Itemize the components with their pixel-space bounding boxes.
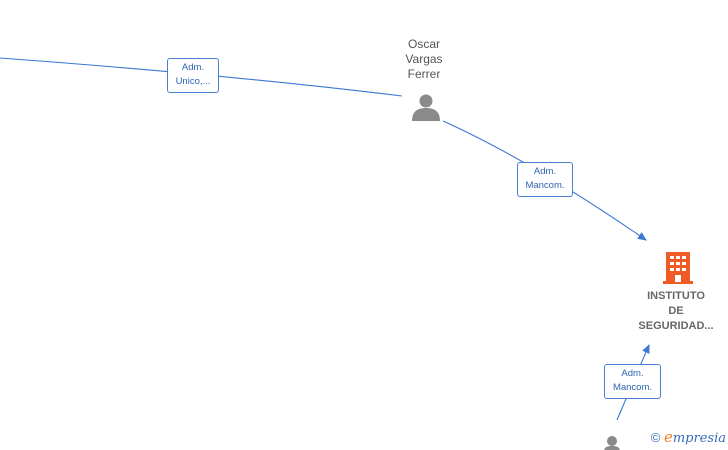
brand-rest: mpresia [672, 431, 726, 446]
person-name-oscar[interactable]: Oscar Vargas Ferrer [390, 37, 458, 82]
edge-label-3[interactable]: Adm. Mancom. [604, 364, 661, 399]
edge-label-2-line-1: Adm. [533, 166, 557, 177]
edge-label-1[interactable]: Adm. Unico,... [167, 58, 219, 93]
edge-label-1-line-2: Unico,... [175, 76, 211, 87]
building-icon[interactable] [662, 250, 694, 286]
edge-label-3-line-1: Adm. [621, 368, 644, 379]
person-name-line-1: Oscar [407, 37, 440, 51]
brand-e: e [663, 428, 673, 446]
copyright-symbol: © [650, 430, 661, 445]
edge-label-2[interactable]: Adm. Mancom. [517, 162, 573, 197]
brand-logo: © empresia [651, 428, 726, 446]
edge-label-3-line-2: Mancom. [612, 382, 653, 393]
edge-label-1-line-1: Adm. [181, 62, 205, 73]
person-name-line-2: Vargas [405, 52, 443, 66]
company-name-line-2: DE [668, 305, 684, 317]
company-name-line-1: INSTITUTO [647, 290, 705, 302]
person-icon-bottom[interactable] [602, 434, 622, 450]
person-name-line-3: Ferrer [407, 67, 441, 81]
person-icon[interactable] [410, 92, 442, 122]
edge-label-2-line-2: Mancom. [525, 180, 565, 191]
company-name-line-3: SEGURIDAD... [638, 320, 714, 332]
company-name[interactable]: INSTITUTO DE SEGURIDAD... [628, 289, 724, 334]
